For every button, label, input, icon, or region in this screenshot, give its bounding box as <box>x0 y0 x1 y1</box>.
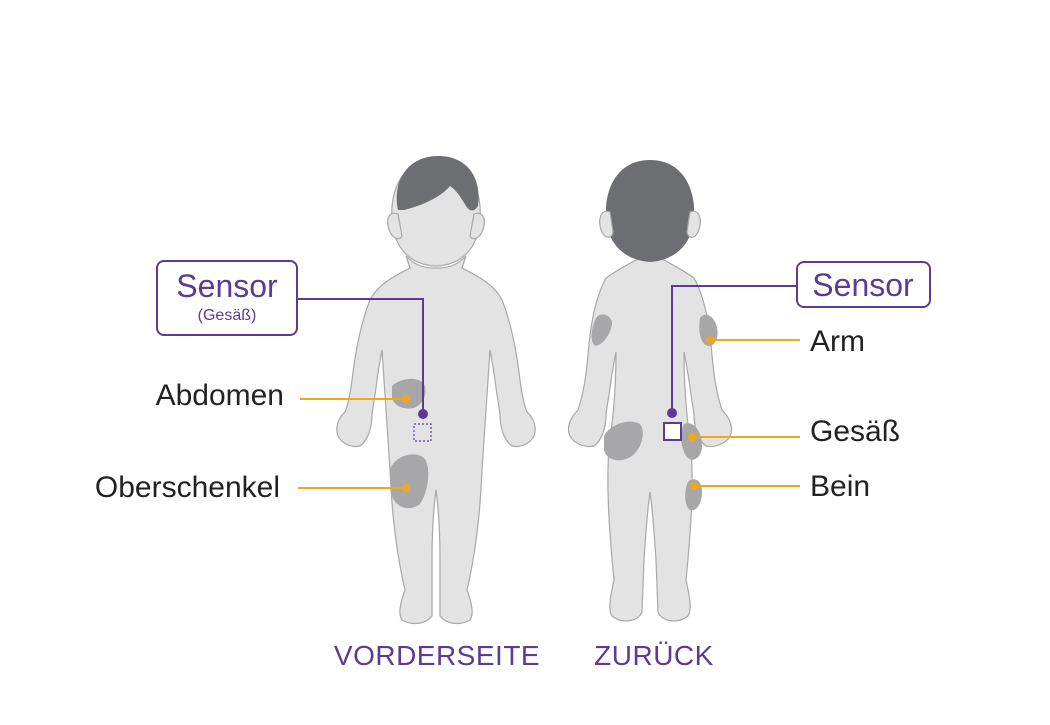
front-body-silhouette <box>336 255 536 625</box>
front-right-ear <box>469 212 485 240</box>
front-sensor-leader <box>297 298 424 412</box>
back-sensor-marker <box>663 422 682 441</box>
thigh-dot <box>402 484 410 492</box>
leg-label-group: Bein <box>690 470 870 503</box>
leg-label: Bein <box>810 470 870 503</box>
arm-dot <box>706 336 714 344</box>
back-sensor-leader <box>671 285 797 410</box>
buttock-dot <box>688 433 696 441</box>
back-left-buttock-zone <box>604 421 643 461</box>
back-head <box>605 160 695 262</box>
arm-label: Arm <box>810 325 865 358</box>
back-sensor-box <box>796 261 931 308</box>
front-hair <box>396 156 479 211</box>
thigh-label-group: Oberschenkel <box>95 471 410 504</box>
front-view-title: VORDERSEITE <box>334 640 540 671</box>
back-sensor-dot <box>667 408 677 418</box>
front-child-figure <box>336 156 536 625</box>
buttock-label-group: Gesäß <box>688 415 900 448</box>
abdomen-zone <box>392 378 426 409</box>
buttock-label: Gesäß <box>810 415 900 448</box>
front-sensor-title: Sensor <box>176 268 278 304</box>
thigh-label: Oberschenkel <box>95 471 280 504</box>
back-right-ear <box>686 210 701 238</box>
abdomen-dot <box>402 395 410 403</box>
back-left-ear <box>599 210 614 238</box>
front-thigh-zone <box>390 454 429 509</box>
back-view-title: ZURÜCK <box>594 640 714 671</box>
back-sensor-title: Sensor <box>812 267 914 303</box>
back-right-buttock-zone <box>681 423 702 460</box>
back-child-figure <box>567 160 733 622</box>
back-left-arm-zone <box>591 314 612 346</box>
leg-dot <box>690 482 698 490</box>
front-sensor-subtitle: (Gesäß) <box>198 307 257 324</box>
front-sensor-hidden-marker <box>413 423 432 442</box>
back-sensor-callout: Sensor <box>663 261 931 441</box>
abdomen-label-group: Abdomen <box>156 379 410 412</box>
arm-label-group: Arm <box>706 325 865 358</box>
front-sensor-callout: Sensor (Gesäß) <box>156 260 432 442</box>
abdomen-label: Abdomen <box>156 379 284 412</box>
front-sensor-dot <box>418 409 428 419</box>
front-left-ear <box>387 212 403 240</box>
